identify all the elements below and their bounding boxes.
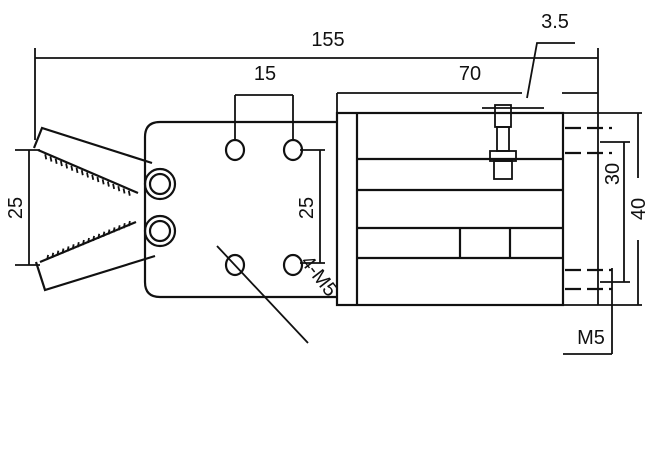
jaw-tooth — [117, 225, 121, 231]
jaw-tooth — [128, 220, 131, 227]
dimension-hole-spacing-25: 25 — [296, 149, 325, 264]
jaw-tooth — [97, 233, 101, 239]
dimension-mount-spacing: 30 — [600, 141, 630, 283]
dimension-port-offset: 3.5 — [526, 11, 575, 99]
leader-4-m5: 4-M5 — [216, 245, 341, 344]
mounting-plate — [143, 120, 337, 299]
jaw-tooth — [82, 239, 85, 246]
jaw-tooth — [86, 172, 89, 178]
dimension-label-m5: M5 — [577, 327, 605, 349]
dimension-label-30: 30 — [602, 163, 624, 185]
jaw-tooth — [117, 185, 121, 192]
jaw-tooth — [112, 183, 115, 190]
jaw-tooth — [107, 181, 110, 187]
jaw-tooth — [92, 235, 95, 242]
threaded-holes-dashed — [565, 126, 612, 291]
dimension-label-3-5: 3.5 — [541, 11, 569, 33]
jaw-tooth — [87, 237, 90, 244]
dimension-label-holes-25: 25 — [296, 197, 318, 219]
dimension-body-height: 40 — [563, 112, 650, 306]
jaw-tooth — [76, 242, 80, 248]
dimension-hole-spacing-15: 15 — [234, 63, 294, 140]
dimension-cylinder-length: 70 — [336, 63, 598, 113]
jaw-tooth — [54, 158, 58, 165]
jaw-tooth — [91, 174, 95, 180]
jaw-tooth — [122, 188, 126, 194]
jaw-tooth — [60, 160, 63, 167]
jaw-rollers — [143, 167, 177, 248]
dimension-label-155: 155 — [311, 29, 344, 51]
jaw-tooth — [101, 179, 105, 185]
jaw-tooth — [80, 170, 84, 176]
dimension-jaw-opening: 25 — [5, 149, 40, 266]
jaw-tooth — [112, 227, 116, 233]
jaw-tooth — [70, 165, 74, 171]
jaw-tooth — [51, 252, 55, 258]
jaw-tooth — [66, 246, 70, 252]
dimension-label-4-m5: 4-M5 — [296, 252, 341, 301]
jaw-tooth — [122, 223, 126, 229]
jaw-tooth — [46, 254, 49, 261]
gripper-jaws — [32, 126, 156, 292]
jaw-tooth — [107, 229, 111, 235]
dimension-label-jaw-25: 25 — [5, 197, 27, 219]
air-fitting — [482, 104, 544, 180]
jaw-tooth — [75, 167, 79, 174]
jaw-tooth — [56, 250, 60, 256]
dimension-label-70: 70 — [459, 63, 481, 85]
jaw-tooth — [102, 231, 106, 237]
cylinder-body — [335, 111, 565, 307]
jaw-tooth — [71, 244, 75, 250]
dimension-label-40: 40 — [628, 198, 650, 220]
leader-m5: M5 — [563, 268, 613, 355]
dimension-label-15: 15 — [254, 63, 276, 85]
jaw-tooth — [65, 163, 68, 169]
mounting-holes — [224, 138, 304, 277]
dimension-overall-length: 155 — [34, 29, 599, 305]
jaw-tooth — [61, 248, 65, 254]
jaw-tooth — [96, 176, 100, 183]
jaw-tooth — [49, 156, 53, 162]
jaw-tooth — [127, 190, 131, 196]
jaw-tooth — [44, 154, 48, 160]
